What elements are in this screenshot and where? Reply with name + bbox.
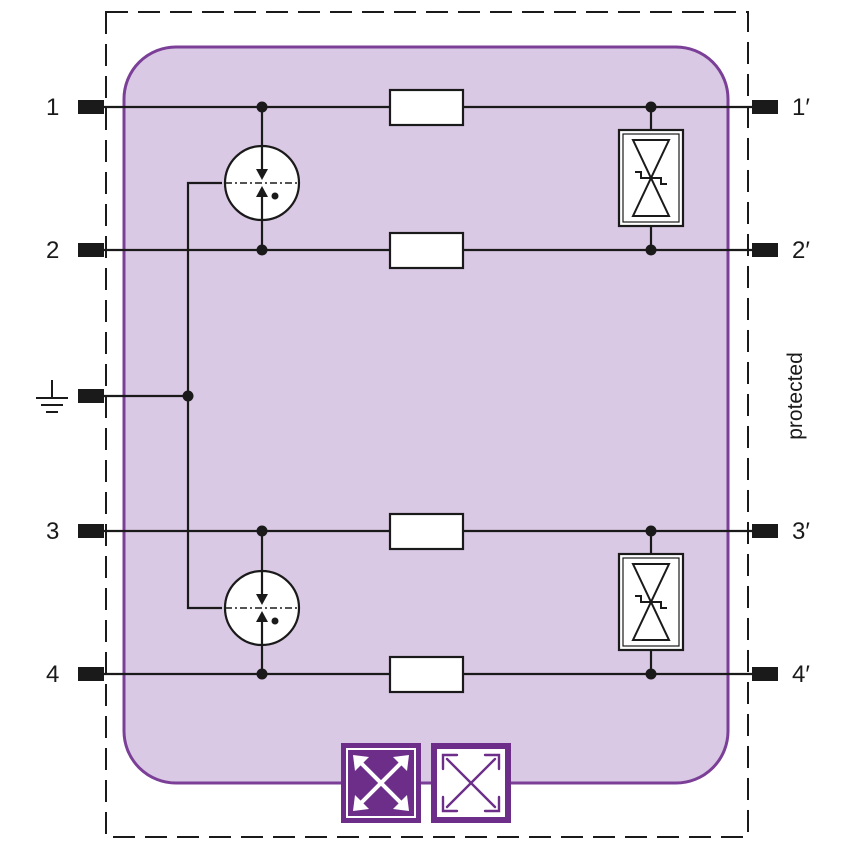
terminal-ground — [78, 389, 104, 403]
terminal-label-in-4: 4 — [46, 661, 59, 688]
terminal-in-1 — [78, 100, 104, 114]
terminal-out-4 — [752, 667, 778, 681]
resistor-2 — [388, 231, 465, 270]
terminal-in-3 — [78, 524, 104, 538]
node — [256, 668, 268, 680]
node — [645, 101, 657, 113]
terminal-label-in-3: 3 — [46, 518, 59, 545]
gas-discharge-tube-icon — [223, 144, 301, 222]
terminal-out-3 — [752, 524, 778, 538]
ground-node — [182, 390, 194, 402]
suppressor-diode-icon — [617, 552, 685, 652]
protected-side-label: protected — [784, 352, 807, 440]
terminal-label-out-1: 1′ — [792, 94, 810, 121]
gas-discharge-tube-icon — [223, 569, 301, 647]
arrows-expand-icon — [341, 743, 421, 823]
ground-icon — [36, 380, 68, 413]
terminal-out-2 — [752, 243, 778, 257]
terminal-in-4 — [78, 667, 104, 681]
terminal-label-out-3: 3′ — [792, 518, 810, 545]
suppressor-diode-icon — [617, 128, 685, 228]
terminal-label-in-2: 2 — [46, 237, 59, 264]
terminal-label-in-1: 1 — [46, 94, 59, 121]
node — [256, 101, 268, 113]
terminal-in-2 — [78, 243, 104, 257]
enclosure-border — [105, 11, 749, 838]
terminal-out-1 — [752, 100, 778, 114]
node — [256, 525, 268, 537]
terminal-label-out-4: 4′ — [792, 661, 810, 688]
resistor-4 — [388, 655, 465, 694]
node — [645, 525, 657, 537]
terminal-label-out-2: 2′ — [792, 237, 810, 264]
resistor-1 — [388, 88, 465, 127]
node — [645, 668, 657, 680]
node — [256, 244, 268, 256]
node — [645, 244, 657, 256]
resistor-3 — [388, 512, 465, 551]
arrows-expand-outline-icon — [431, 743, 511, 823]
